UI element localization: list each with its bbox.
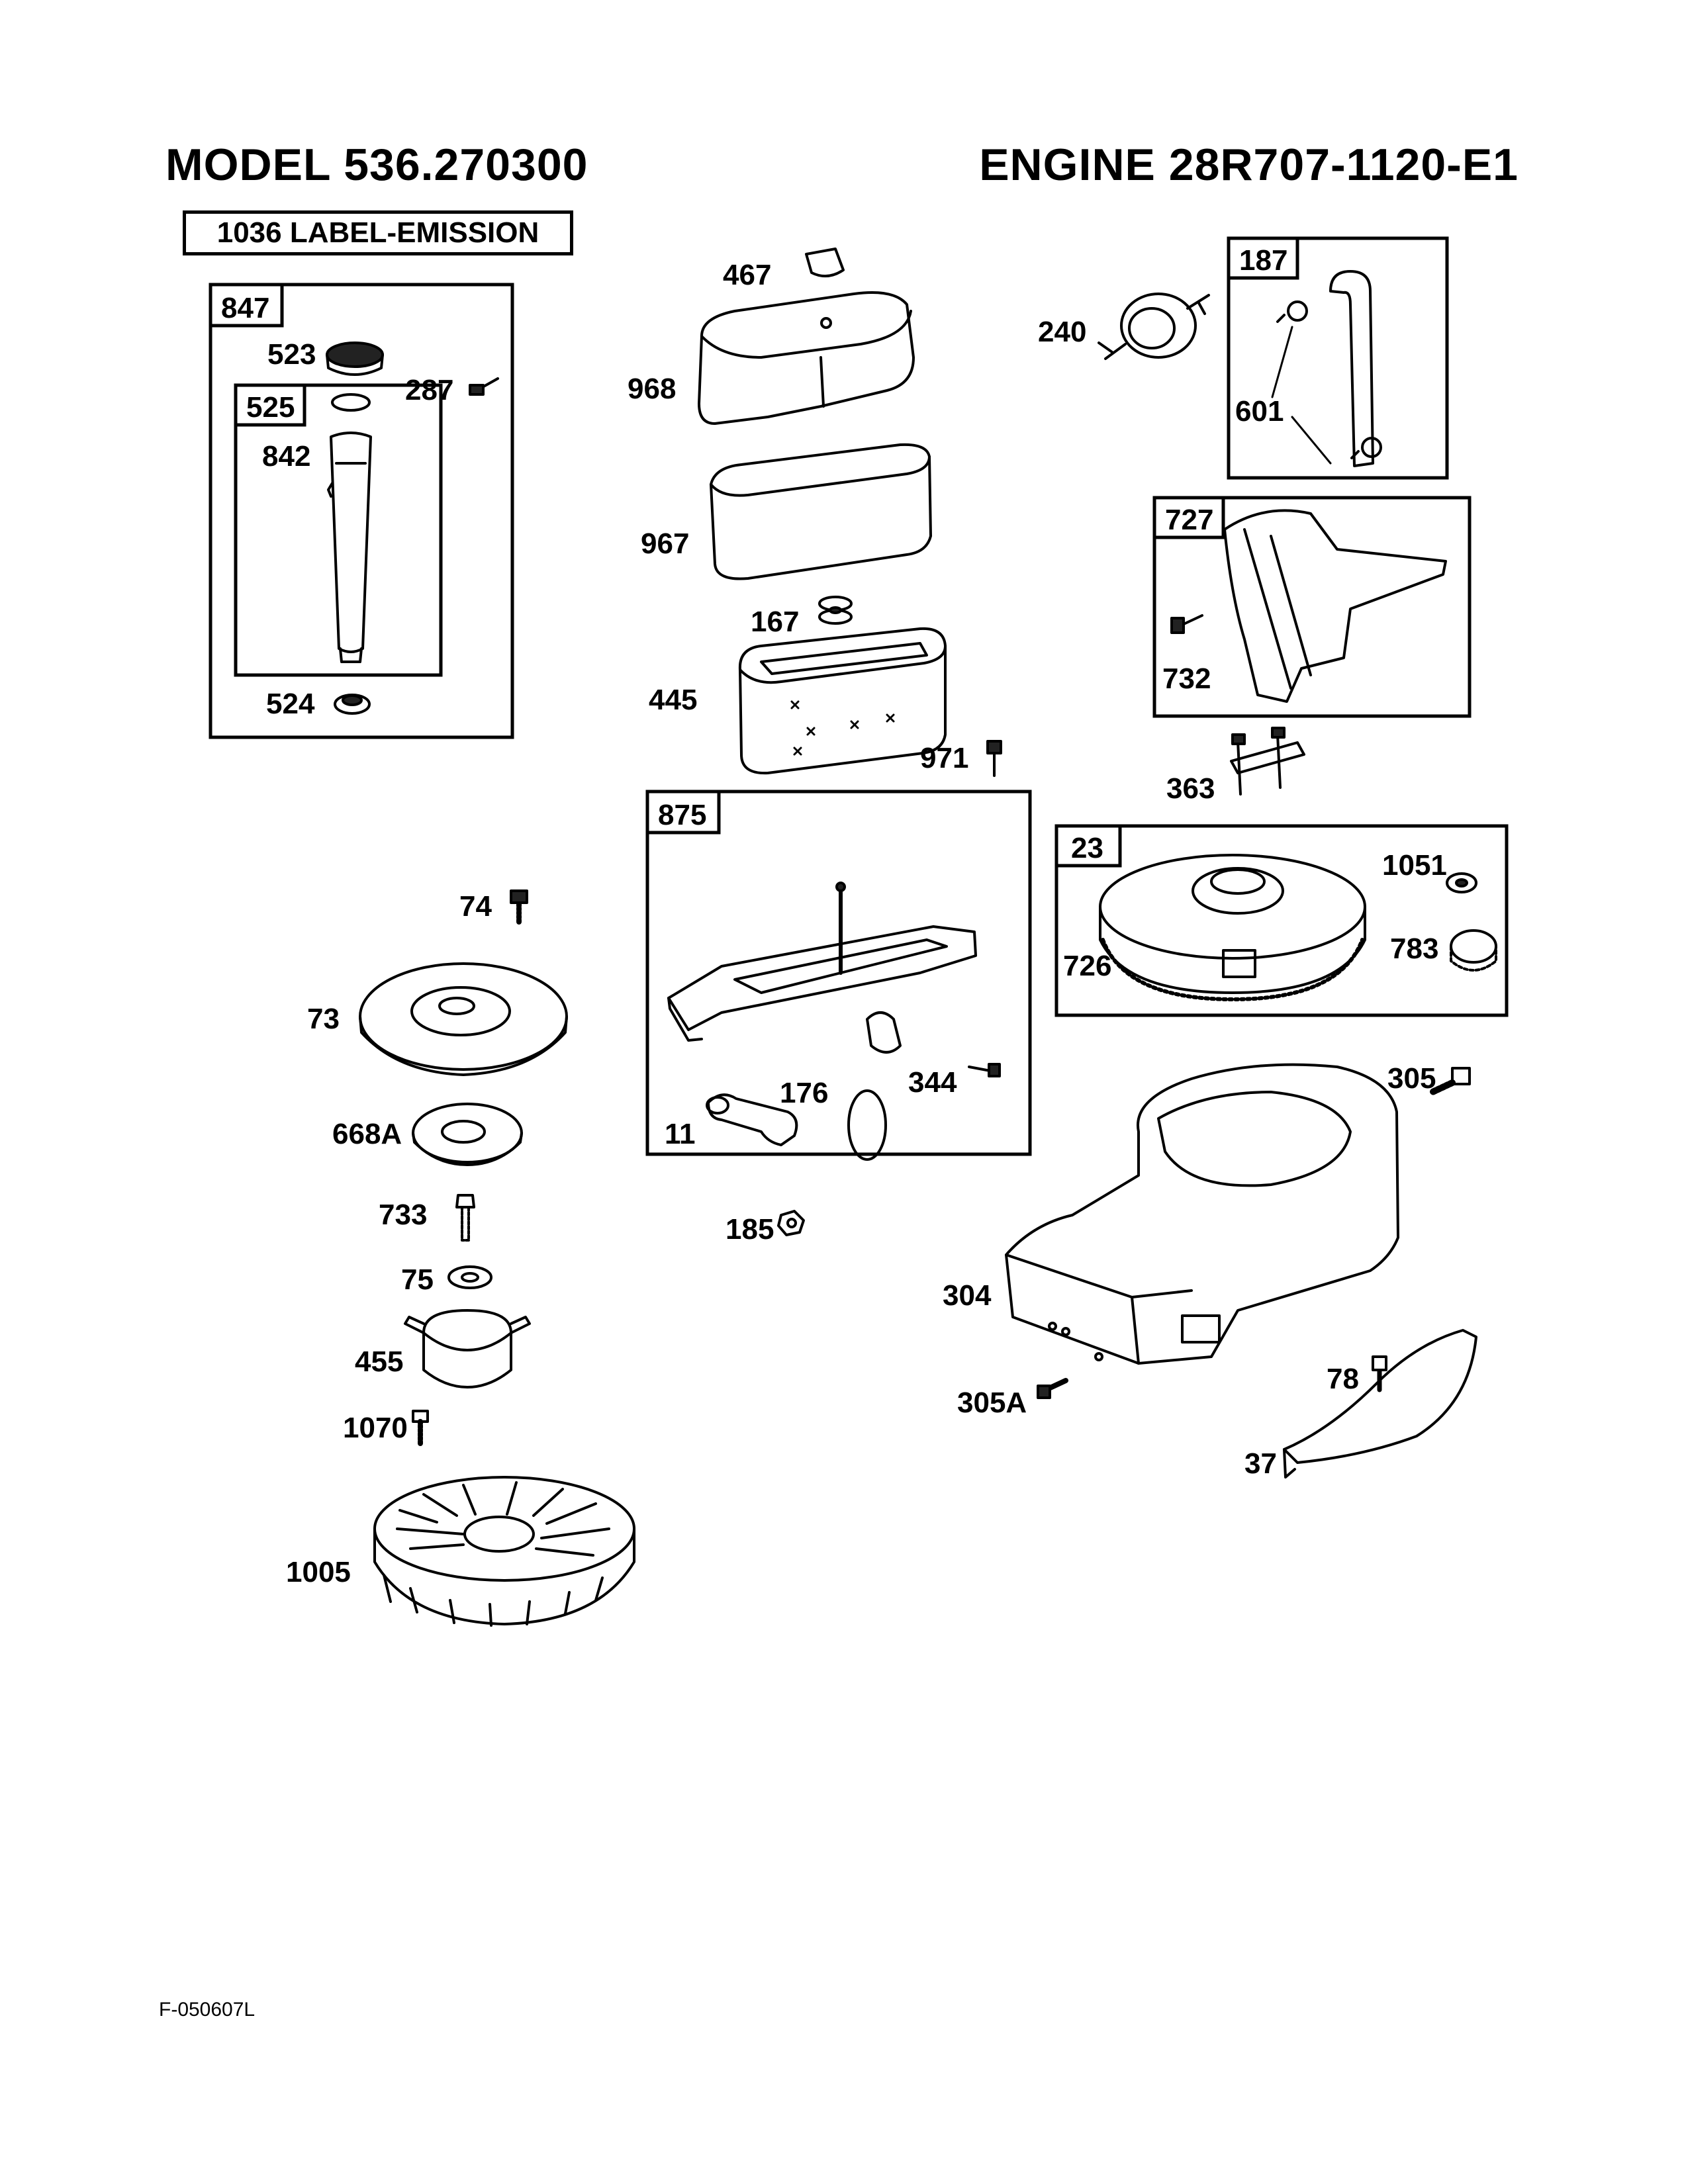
pre-cleaner-part	[710, 443, 932, 580]
screw-287-part	[469, 377, 499, 396]
starter-cup-part	[404, 1309, 531, 1388]
group-number-525: 525	[246, 391, 295, 424]
callout-75: 75	[401, 1263, 434, 1296]
callout-305: 305	[1387, 1062, 1436, 1095]
group-box-875	[645, 790, 1032, 1156]
group-number-875: 875	[658, 799, 706, 831]
callout-1005: 1005	[286, 1556, 351, 1588]
screw-344-part	[968, 1063, 1001, 1077]
callout-524: 524	[266, 688, 315, 720]
screw-732-part	[1170, 614, 1203, 634]
group-box-727-tab	[1152, 496, 1225, 539]
group-box-847	[209, 283, 514, 739]
callout-11: 11	[665, 1118, 696, 1150]
callout-74: 74	[459, 890, 492, 923]
callout-523: 523	[267, 338, 316, 371]
engine-title: ENGINE 28R707-1120-E1	[979, 140, 1519, 190]
group-box-525-tab	[234, 383, 306, 427]
callout-842: 842	[262, 440, 310, 473]
callout-726: 726	[1063, 950, 1111, 982]
flywheel-part	[1099, 854, 1366, 1001]
dipstick-tube-part	[327, 432, 372, 663]
fuel-filter-part	[1098, 293, 1210, 360]
breather-assembly-part	[667, 882, 977, 1054]
callout-668A: 668A	[332, 1118, 402, 1150]
callout-783: 783	[1390, 933, 1438, 965]
fan-part	[373, 1476, 635, 1627]
nut-part	[777, 1210, 805, 1236]
screw-78-part	[1372, 1355, 1387, 1392]
group-number-727: 727	[1165, 504, 1213, 536]
starter-gear-part	[1450, 929, 1497, 972]
callout-967: 967	[641, 527, 689, 560]
fuel-shield-part	[1223, 509, 1447, 703]
blower-housing-part	[1005, 1063, 1399, 1365]
group-box-23-tab	[1054, 824, 1122, 868]
callout-167: 167	[751, 606, 799, 638]
air-cleaner-cover-part	[698, 291, 915, 425]
screw-74-part	[510, 889, 528, 927]
air-filter-part	[738, 627, 947, 775]
elbow-part	[706, 1093, 798, 1146]
callout-176: 176	[780, 1077, 828, 1109]
o-ring-part	[331, 393, 371, 412]
callout-240: 240	[1038, 316, 1086, 348]
callout-37: 37	[1244, 1447, 1277, 1480]
plug-part	[334, 694, 371, 715]
grommet-part	[818, 596, 853, 625]
group-box-23	[1054, 824, 1509, 1017]
callout-733: 733	[379, 1199, 427, 1231]
callout-305A: 305A	[957, 1387, 1027, 1419]
callout-363: 363	[1166, 772, 1215, 805]
callout-73: 73	[307, 1003, 340, 1035]
callout-304: 304	[943, 1279, 992, 1312]
wing-nut-part	[805, 248, 845, 278]
mounting-bracket-part	[1230, 727, 1305, 796]
callout-1070: 1070	[343, 1412, 408, 1444]
dipstick-cap-part	[326, 341, 384, 376]
screw-1070-part	[412, 1410, 429, 1447]
callout-971: 971	[920, 742, 968, 774]
callout-185: 185	[725, 1213, 774, 1246]
screw-733-part	[455, 1194, 475, 1242]
seal-176-part	[847, 1089, 887, 1161]
group-box-847-tab	[209, 283, 284, 328]
washer-part	[447, 1265, 492, 1289]
callout-287: 287	[405, 374, 453, 406]
group-box-727	[1152, 496, 1472, 718]
leader-line-601	[1271, 326, 1332, 465]
callout-601: 601	[1235, 395, 1284, 428]
group-box-525	[234, 383, 443, 677]
group-number-847: 847	[221, 292, 269, 324]
key-1051-part	[1446, 872, 1477, 893]
group-box-187	[1227, 236, 1449, 480]
group-box-187-tab	[1227, 236, 1299, 280]
group-number-23: 23	[1071, 832, 1103, 864]
callout-467: 467	[723, 259, 771, 291]
retainer-plate-part	[412, 1103, 523, 1166]
screw-305-part	[1429, 1067, 1471, 1095]
model-title: MODEL 536.270300	[165, 140, 588, 190]
group-number-187: 187	[1239, 244, 1287, 277]
fuel-line-part	[1329, 270, 1374, 467]
callout-732: 732	[1162, 662, 1211, 695]
callout-78: 78	[1327, 1363, 1359, 1395]
emission-label-box: 1036 LABEL-EMISSION	[183, 210, 573, 255]
callout-968: 968	[628, 373, 676, 405]
callout-455: 455	[355, 1345, 403, 1378]
group-box-875-tab	[645, 790, 721, 835]
callout-344: 344	[908, 1066, 957, 1099]
rewind-starter-part	[359, 962, 568, 1076]
callout-1051: 1051	[1382, 849, 1447, 882]
screw-305A-part	[1037, 1378, 1068, 1399]
figure-reference: F-050607L	[159, 1999, 256, 2021]
callout-445: 445	[649, 684, 697, 716]
air-guide-part	[1283, 1329, 1477, 1479]
screw-971-part	[986, 740, 1002, 777]
hose-clamp-part	[1276, 300, 1382, 459]
